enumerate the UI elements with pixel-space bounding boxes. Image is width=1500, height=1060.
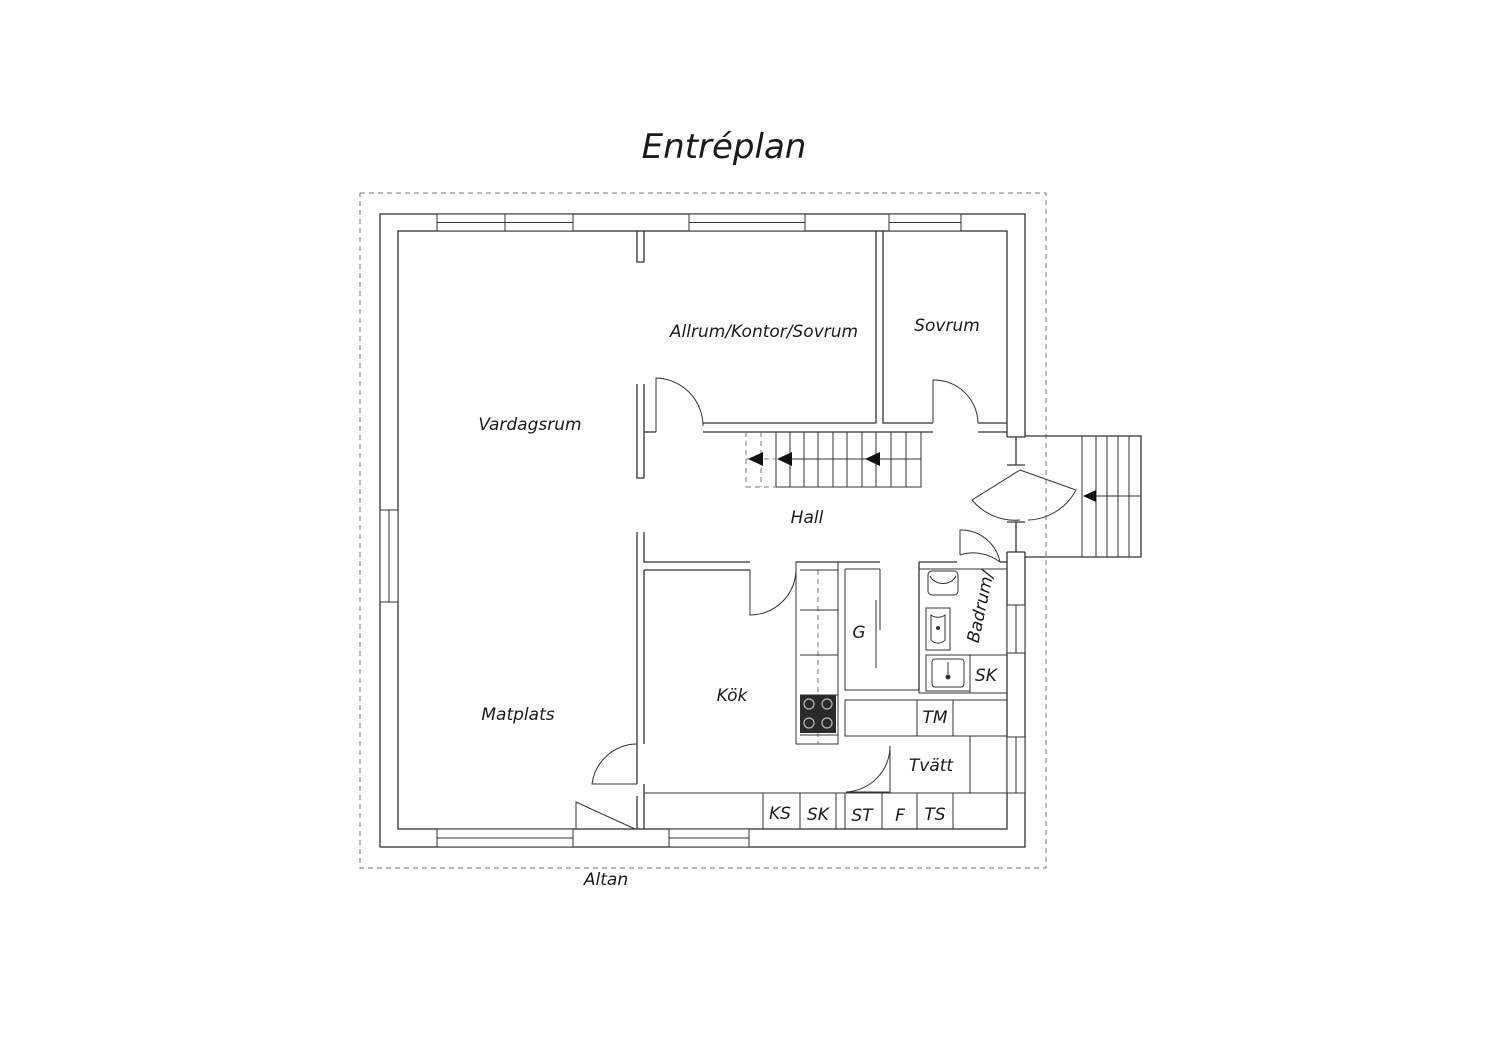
kitchen-counter	[795, 561, 839, 745]
bottom-counter	[643, 792, 1008, 830]
room-allrum: Allrum/Kontor/Sovrum	[669, 322, 858, 342]
bathroom-fixtures	[918, 568, 1008, 694]
wardrobe	[844, 568, 919, 691]
room-sovrum: Sovrum	[914, 316, 980, 336]
entrance-door	[971, 436, 1077, 553]
label-sk-bath: SK	[975, 666, 999, 686]
exterior-stairs	[1025, 435, 1142, 558]
room-vardagsrum: Vardagsrum	[478, 415, 581, 435]
area-altan: Altan	[583, 870, 628, 890]
label-g: G	[852, 623, 865, 643]
room-tvatt: Tvätt	[909, 756, 955, 776]
label-sk-kitchen: SK	[807, 805, 831, 825]
room-matplats: Matplats	[481, 705, 554, 725]
plan-title: Entréplan	[642, 127, 807, 167]
room-badrum: Badrum/	[964, 567, 999, 645]
room-kok: Kök	[717, 686, 749, 706]
label-f: F	[895, 806, 905, 826]
label-ts: TS	[924, 805, 945, 825]
laundry-fixtures	[844, 699, 1008, 793]
label-tm: TM	[922, 708, 947, 728]
altan-outline	[359, 192, 1047, 869]
label-st: ST	[851, 806, 874, 826]
windows	[379, 213, 1026, 848]
exterior-walls	[379, 213, 1026, 848]
label-ks: KS	[769, 804, 791, 824]
interior-stairs	[745, 431, 922, 488]
room-hall: Hall	[791, 508, 824, 528]
door-swings	[575, 377, 1001, 830]
